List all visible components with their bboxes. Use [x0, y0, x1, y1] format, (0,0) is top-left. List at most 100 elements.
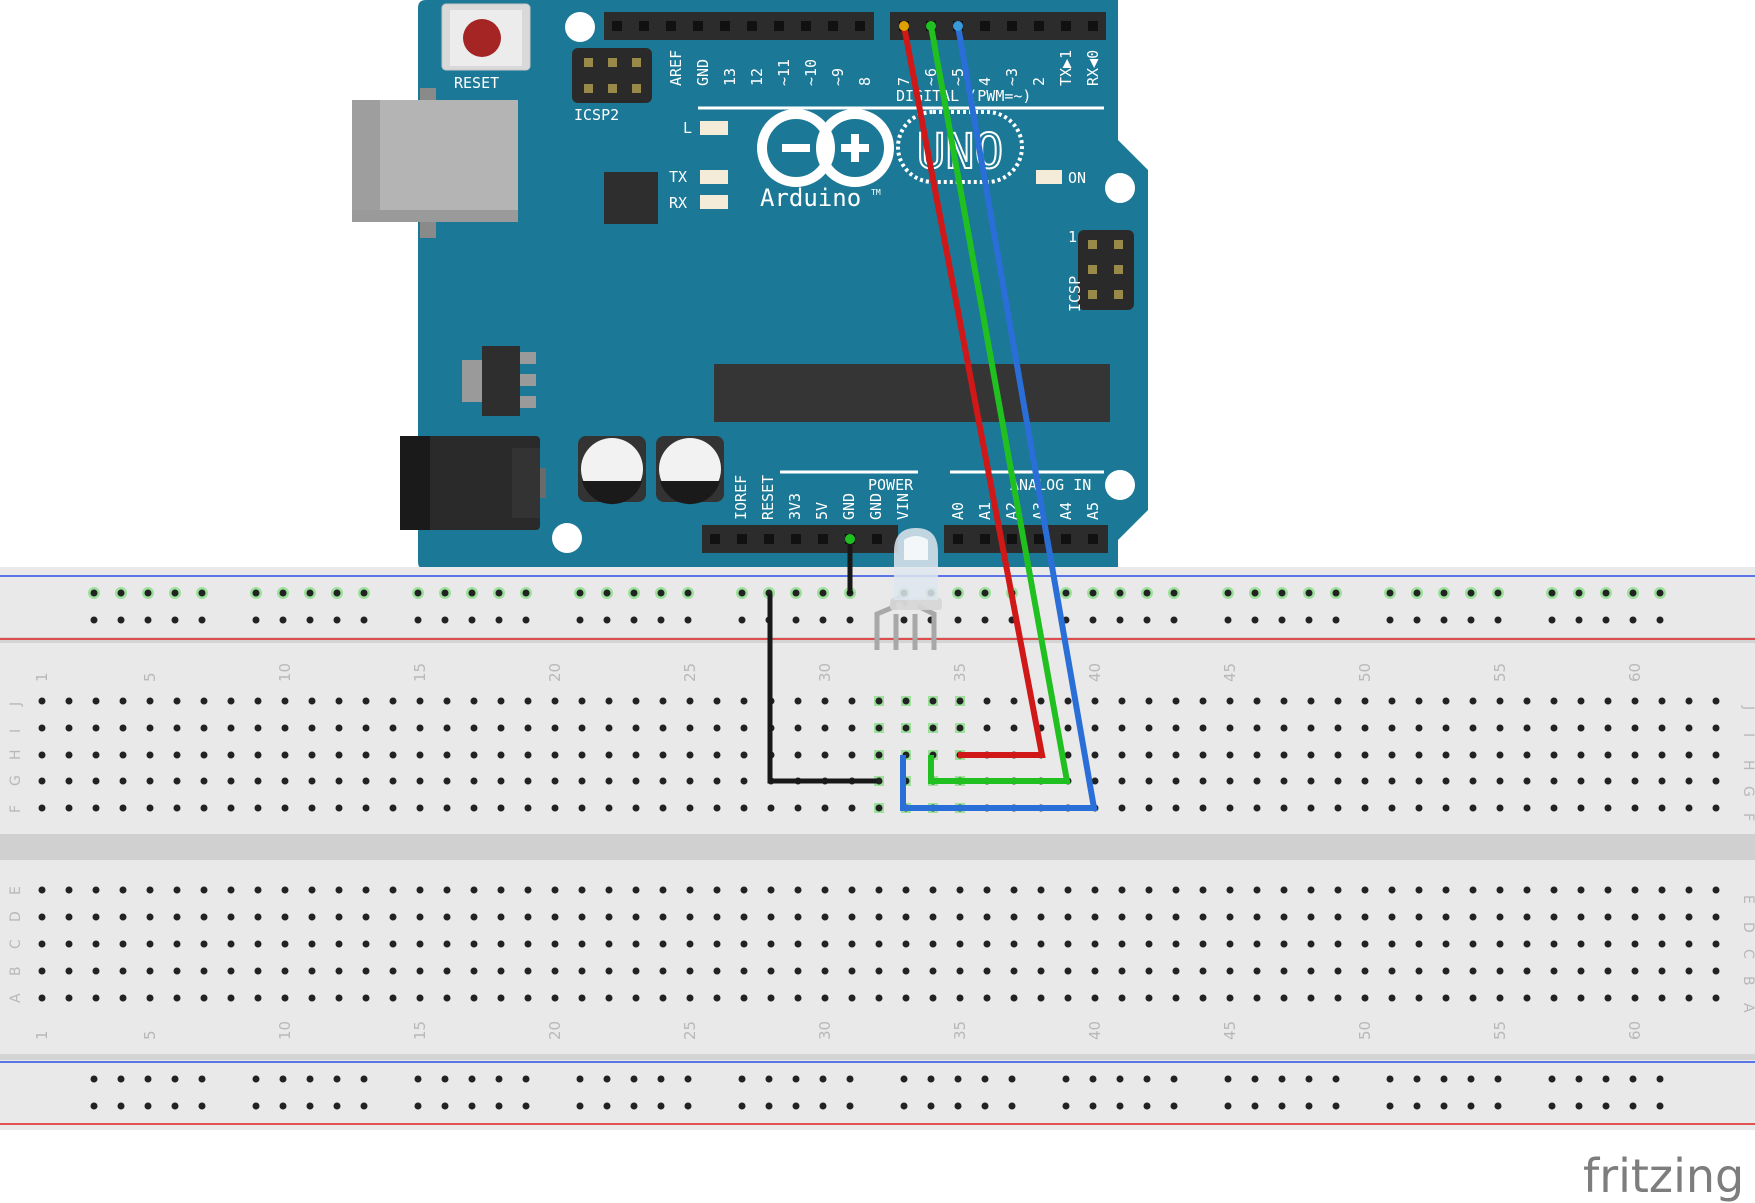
- hole: [146, 886, 154, 894]
- hole: [1550, 804, 1558, 812]
- hole: [119, 913, 127, 921]
- rail-hole: [360, 589, 368, 597]
- hole: [605, 804, 613, 812]
- column-number: 20: [546, 663, 564, 682]
- hole: [1334, 940, 1342, 948]
- header-pin: [1007, 21, 1017, 31]
- digital-pin-label: ~11: [775, 59, 793, 86]
- hole: [1658, 697, 1666, 705]
- hole: [740, 751, 748, 759]
- hole: [1307, 913, 1315, 921]
- hole: [1577, 804, 1585, 812]
- hole: [713, 724, 721, 732]
- hole: [497, 967, 505, 975]
- column-number: 35: [951, 1021, 969, 1040]
- hole: [1334, 886, 1342, 894]
- hole: [308, 994, 316, 1002]
- rail-hole: [90, 589, 98, 597]
- hole: [1118, 967, 1126, 975]
- header-pin: [1007, 534, 1017, 544]
- hole: [1631, 804, 1639, 812]
- hole: [146, 697, 154, 705]
- rail-hole: [171, 616, 179, 624]
- hole: [1307, 940, 1315, 948]
- column-number: 55: [1491, 1021, 1509, 1040]
- wire-blue-pin: [900, 25, 1098, 811]
- rail-hole: [1305, 616, 1313, 624]
- hole: [1307, 994, 1315, 1002]
- hole: [1010, 967, 1018, 975]
- hole: [1334, 777, 1342, 785]
- hole: [821, 940, 829, 948]
- icsp2-header: [572, 48, 652, 103]
- hole: [173, 940, 181, 948]
- rail-hole: [1629, 616, 1637, 624]
- hole: [1064, 994, 1072, 1002]
- rail-hole: [495, 616, 503, 624]
- hole: [1334, 724, 1342, 732]
- rail-hole: [414, 1075, 422, 1083]
- hole: [983, 724, 991, 732]
- rail-hole: [1494, 616, 1502, 624]
- hole: [794, 940, 802, 948]
- rail-hole: [90, 1075, 98, 1083]
- hole: [1361, 724, 1369, 732]
- hole: [1415, 913, 1423, 921]
- hole: [1010, 886, 1018, 894]
- rail-hole: [684, 1102, 692, 1110]
- rail-hole: [1170, 589, 1178, 597]
- rail-hole: [495, 1075, 503, 1083]
- hole: [389, 751, 397, 759]
- hole: [254, 913, 262, 921]
- header-pin: [980, 21, 990, 31]
- rail-hole: [900, 1075, 908, 1083]
- arduino-uno-board: RESET ICSP2 1 ICSP: [352, 0, 1148, 567]
- rail-hole: [1143, 616, 1151, 624]
- hole: [173, 777, 181, 785]
- hole: [1442, 697, 1450, 705]
- wire-end: [845, 534, 855, 544]
- hole: [1712, 994, 1720, 1002]
- rail-hole: [981, 1075, 989, 1083]
- hole: [1577, 751, 1585, 759]
- hole: [227, 724, 235, 732]
- hole: [713, 751, 721, 759]
- rail-hole: [252, 1075, 260, 1083]
- reset-button[interactable]: [441, 3, 531, 71]
- hole: [470, 994, 478, 1002]
- rail-hole: [1602, 1075, 1610, 1083]
- hole: [65, 751, 73, 759]
- rail-hole: [360, 1102, 368, 1110]
- header-pin: [828, 21, 838, 31]
- hole: [281, 886, 289, 894]
- hole: [1523, 967, 1531, 975]
- hole: [578, 804, 586, 812]
- hole: [1712, 724, 1720, 732]
- hole: [1037, 967, 1045, 975]
- rail-hole: [198, 1102, 206, 1110]
- rail-hole: [954, 616, 962, 624]
- hole: [200, 913, 208, 921]
- rail-hole: [792, 1075, 800, 1083]
- hole: [1361, 967, 1369, 975]
- voltage-regulator: [462, 346, 536, 416]
- led-tx: [700, 170, 728, 184]
- rail-hole: [954, 1075, 962, 1083]
- hole: [740, 913, 748, 921]
- hole: [713, 913, 721, 921]
- power-pin-label: VIN: [894, 493, 912, 520]
- rail-hole: [1224, 1102, 1232, 1110]
- hole: [1496, 724, 1504, 732]
- hole: [1388, 940, 1396, 948]
- header-pin: [737, 534, 747, 544]
- hole: [1172, 724, 1180, 732]
- hole: [281, 967, 289, 975]
- hole: [605, 751, 613, 759]
- hole: [524, 697, 532, 705]
- column-number: 25: [681, 663, 699, 682]
- hole: [65, 724, 73, 732]
- hole: [38, 913, 46, 921]
- hole: [1334, 967, 1342, 975]
- hole: [1253, 751, 1261, 759]
